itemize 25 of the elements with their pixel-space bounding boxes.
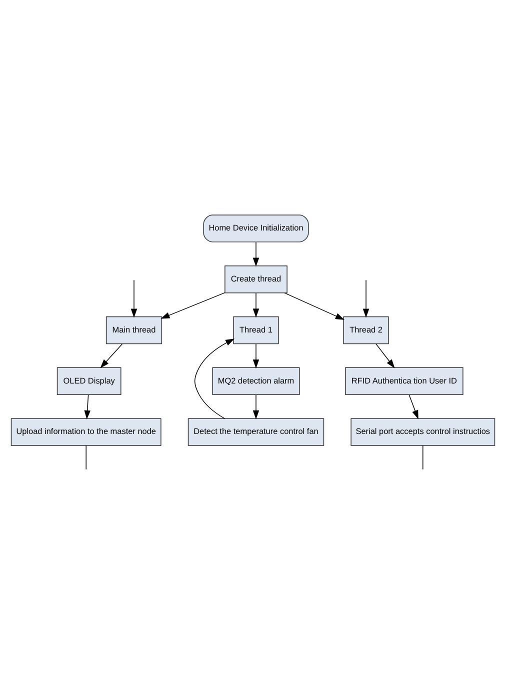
node-box: Create thread [224,265,288,293]
node-box: Main thread [106,316,162,344]
arrow [160,292,226,318]
node-box: RFID Authentica tion User ID [345,366,464,394]
arrow [252,292,260,318]
node-box: Serial port accepts control instructios [350,418,496,446]
node-box: OLED Display [56,366,122,394]
arrow [100,343,123,368]
node-box: Thread 2 [343,316,389,344]
arrow [194,338,235,418]
node-box: Home Device Initialization [203,214,309,242]
node-box: Thread 1 [233,316,279,344]
node-box: MQ2 detection alarm [212,366,300,394]
arrow [130,279,138,318]
arrow [252,394,260,419]
connector [422,444,424,470]
arrow [362,279,370,318]
arrow [284,292,344,320]
arrow [252,241,260,266]
arrow [252,343,260,368]
node-box: Detect the temperature control fan [188,418,324,446]
arrow [376,343,395,368]
arrow [84,394,90,419]
arrow [408,394,418,419]
node-box: Upload information to the master node [10,418,162,446]
